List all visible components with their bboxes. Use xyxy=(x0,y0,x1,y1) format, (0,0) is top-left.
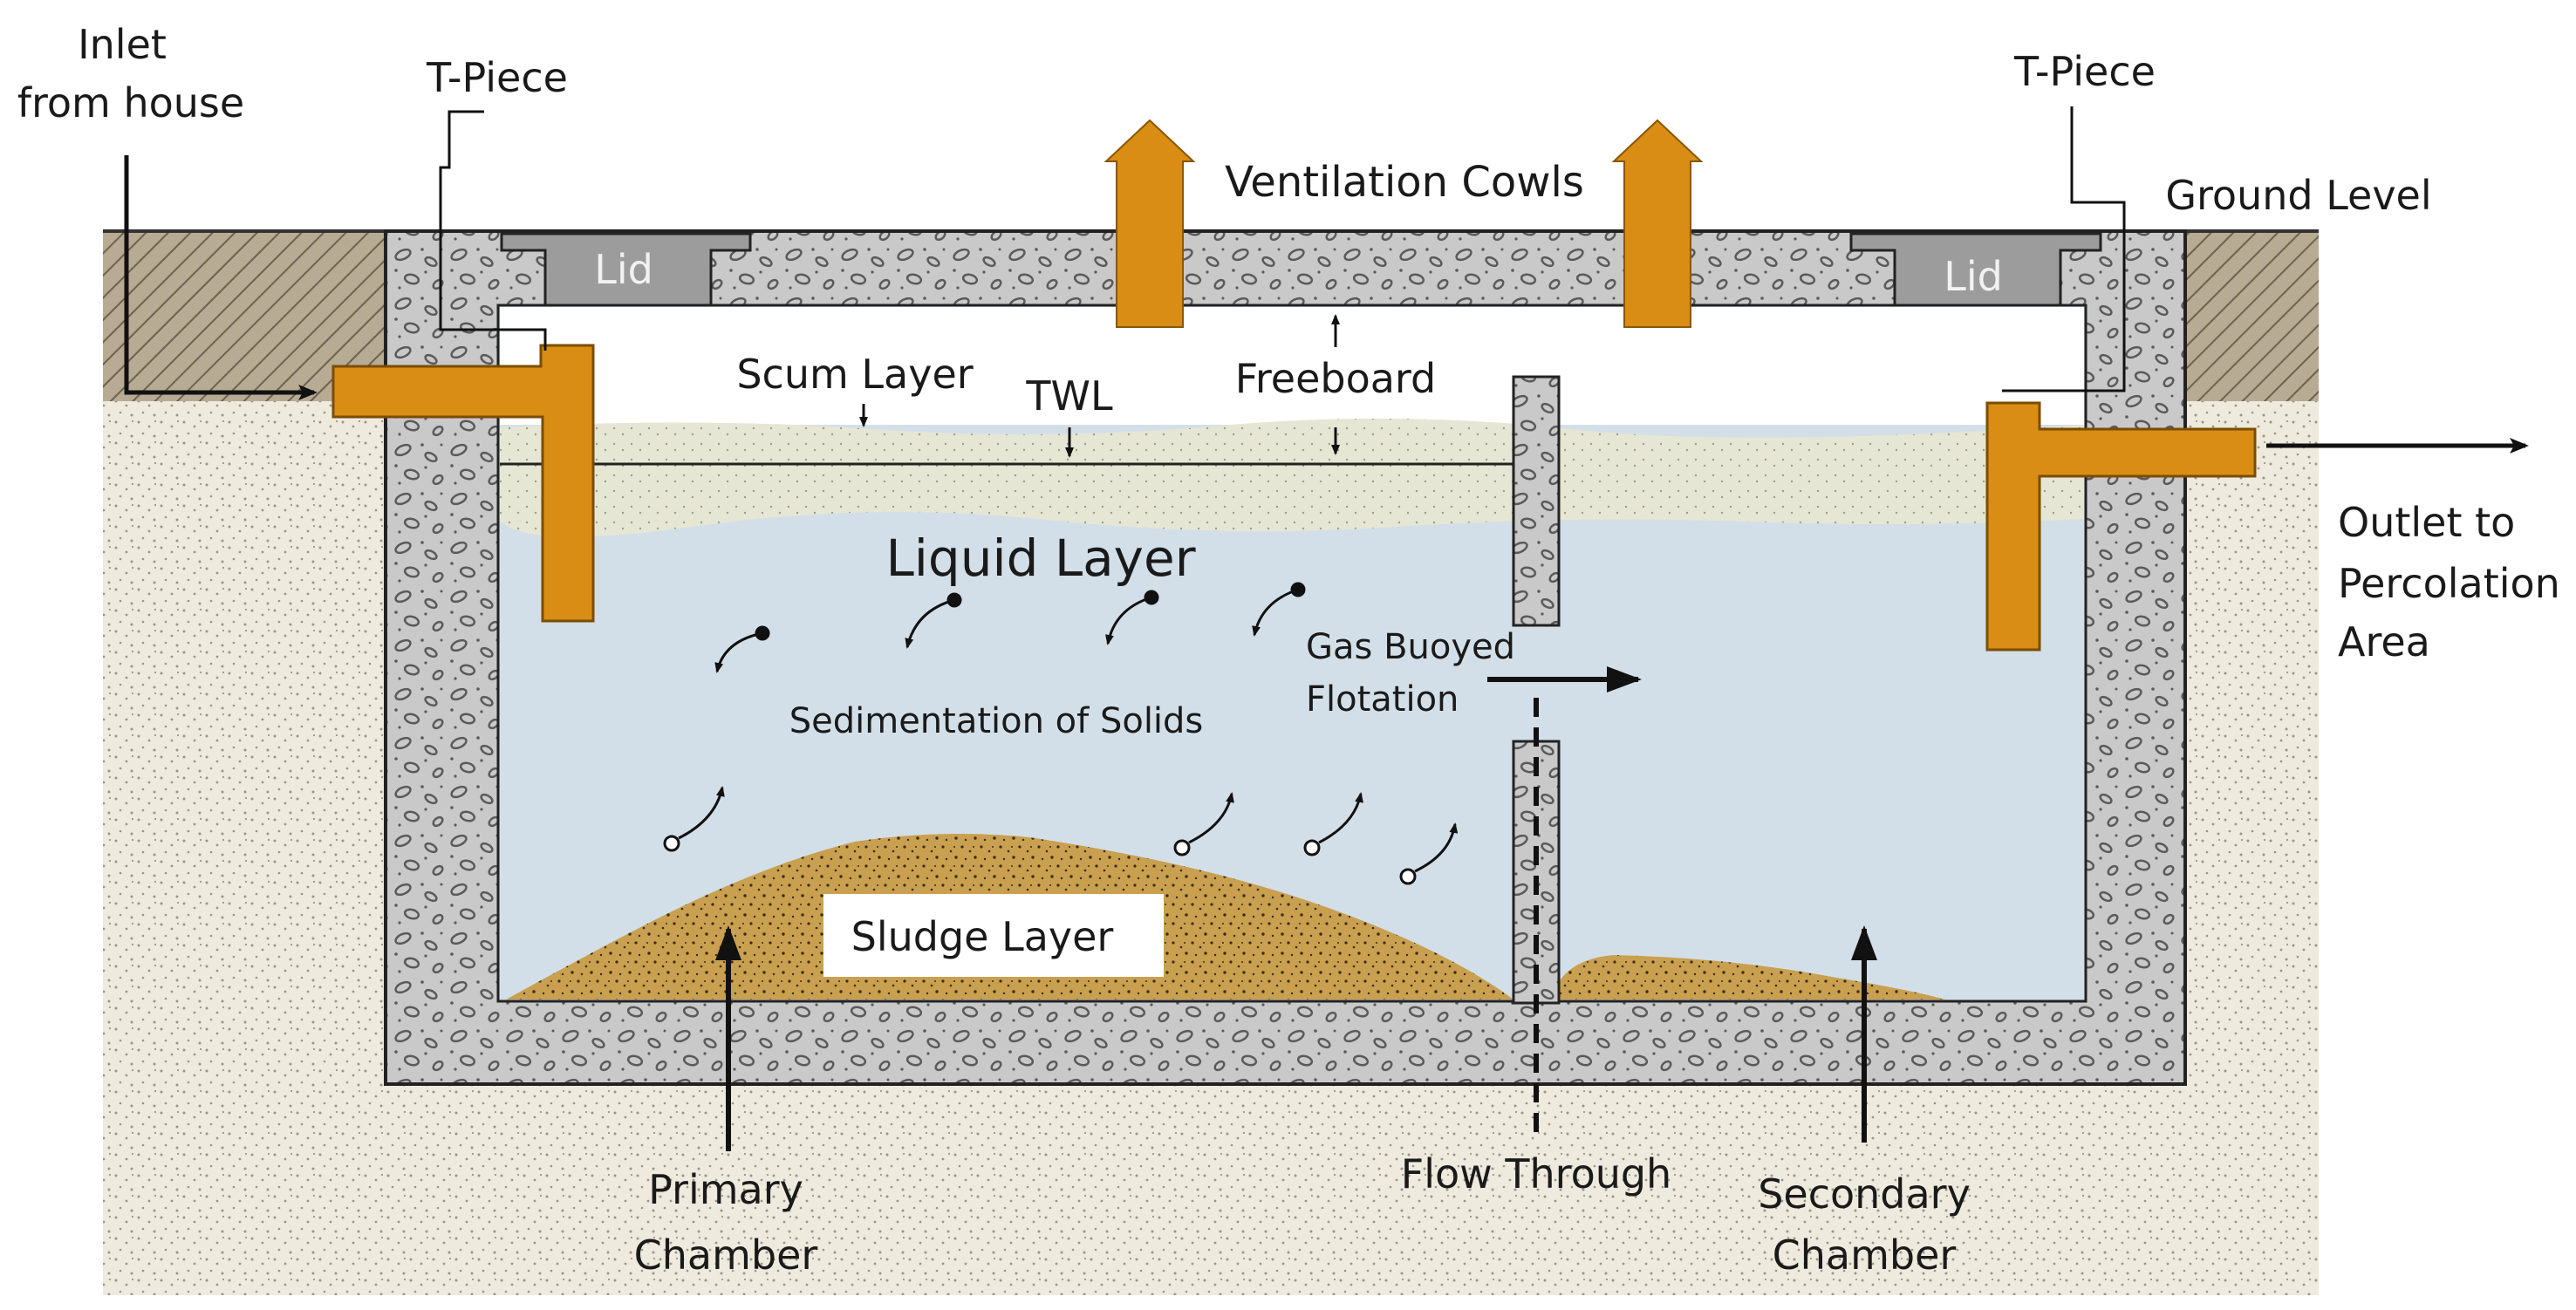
outlet-label-line1: Outlet to xyxy=(2338,499,2515,546)
lid-right xyxy=(1849,232,2102,307)
inlet-arrow xyxy=(124,155,318,400)
freeboard-air xyxy=(500,307,2084,425)
primary-chamber-label-line2: Chamber xyxy=(634,1232,818,1279)
gas-bubble-icons xyxy=(663,786,1459,885)
liquid-layer-label: Liquid Layer xyxy=(885,529,1195,588)
inlet-label-line1: Inlet xyxy=(78,21,167,68)
tpiece-right-leader xyxy=(2002,106,2126,392)
baffle-upper xyxy=(1512,375,1561,627)
gas-buoyed-label-line2: Flotation xyxy=(1306,679,1459,720)
tpiece-left-label: T-Piece xyxy=(426,54,568,101)
ventilation-cowl-right xyxy=(1611,119,1704,328)
tpiece-right-label: T-Piece xyxy=(2013,48,2156,95)
soil-right-hatch xyxy=(2185,231,2319,401)
ventilation-cowls-label: Ventilation Cowls xyxy=(1225,158,1584,207)
sludge-layer-label: Sludge Layer xyxy=(851,913,1114,960)
ground-level-label: Ground Level xyxy=(2165,172,2431,219)
ventilation-cowl-left xyxy=(1104,119,1196,328)
outlet-label-line2: Percolation xyxy=(2338,560,2560,607)
outlet-t-piece xyxy=(1985,401,2257,652)
lid-left xyxy=(500,232,752,307)
outlet-label-line3: Area xyxy=(2338,618,2430,665)
scum-layer-label: Scum Layer xyxy=(736,351,973,398)
lid-right-label: Lid xyxy=(1944,253,2003,300)
inlet-label-line2: from house xyxy=(17,79,244,126)
sludge-secondary xyxy=(1551,955,1945,1000)
gas-buoyed-label-line1: Gas Buoyed xyxy=(1306,627,1515,667)
flow-through-label: Flow Through xyxy=(1401,1150,1671,1197)
secondary-chamber-label-line2: Chamber xyxy=(1773,1232,1957,1279)
twl-label: TWL xyxy=(1025,372,1113,420)
sludge-layer-label-box xyxy=(823,894,1164,977)
sedimentation-label: Sedimentation of Solids xyxy=(789,701,1204,741)
inlet-t-piece xyxy=(331,344,595,623)
lid-left-label: Lid xyxy=(594,246,653,293)
scum-layer-band xyxy=(500,418,2084,537)
settling-particle-icons xyxy=(714,582,1306,673)
secondary-chamber-label-line1: Secondary xyxy=(1758,1170,1971,1218)
tpiece-left-leader xyxy=(439,110,547,351)
freeboard-label: Freeboard xyxy=(1235,355,1436,402)
baffle-lower xyxy=(1512,740,1561,1005)
primary-chamber-label-line1: Primary xyxy=(648,1166,803,1213)
